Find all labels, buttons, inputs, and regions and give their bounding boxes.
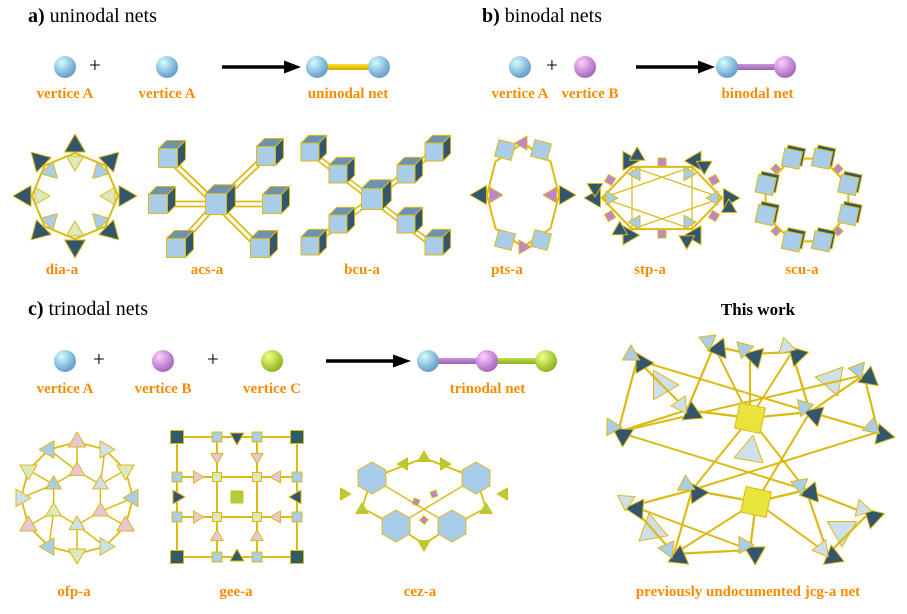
net-label-acs-a: acs-a [190,262,224,278]
net-figure-ofp-a [0,421,155,576]
plus-icon: + [546,53,558,77]
vertex-b-label: vertice B [561,86,619,102]
panel-c-letter: c) [28,298,44,320]
panel-a-title: a)uninodal nets [28,5,157,28]
net-label-scu-a: scu-a [785,262,819,278]
bond-a-b [428,358,487,364]
vertex-a-sphere [417,350,439,372]
net-label-stp-a: stp-a [634,262,666,278]
bond-a-a [317,64,379,70]
uninodal-net-model [306,56,390,78]
vertex-a-label: vertice A [36,86,94,102]
trinodal-net-text: trinodal net [449,381,526,397]
vertex-b-sphere [152,350,174,372]
net-figure-cez-a [329,438,519,563]
vertex-a-sphere [716,56,738,78]
vertex-a-label-2: vertice A [138,86,196,102]
vertex-a-sphere [368,56,390,78]
vertex-a-sphere [509,56,531,78]
net-figure-stp-a [580,141,745,256]
plus-icon: + [93,347,105,371]
vertex-c-label: vertice C [243,381,301,397]
vertex-b-sphere [476,350,498,372]
vertex-a-sphere [306,56,328,78]
net-figure-jcg-a [592,320,902,580]
panel-b-letter: b) [482,5,500,27]
panel-b-title: b)binodal nets [482,5,602,28]
net-figure-bcu-a [292,127,452,267]
net-label-gee-a: gee-a [219,584,253,600]
uninodal-net-text: uninodal net [307,86,389,102]
vertex-c-sphere [261,350,283,372]
this-work-title: This work [720,300,796,319]
net-figure-gee-a [160,420,315,575]
panel-a-letter: a) [28,5,45,27]
net-figure-dia-a [5,126,145,266]
vertex-a-label: vertice A [36,381,94,397]
binodal-net-model [716,56,796,78]
vertex-a-sphere [156,56,178,78]
net-figure-acs-a [144,128,296,266]
panel-a-title-text: uninodal nets [49,5,157,27]
vertex-a-sphere [54,350,76,372]
plus-icon: + [89,53,101,77]
net-label-jcg-a: previously undocumented jcg-a net [635,584,861,600]
bond-a-b [727,64,785,70]
vertex-c-sphere [535,350,557,372]
vertex-b-sphere [574,56,596,78]
panel-c-title: c)trinodal nets [28,298,148,321]
panel-c-title-text: trinodal nets [48,298,148,320]
net-label-cez-a: cez-a [403,584,437,600]
net-label-dia-a: dia-a [45,262,79,278]
arrow-icon [636,60,715,74]
bond-b-c [487,358,546,364]
vertex-a-sphere [54,56,76,78]
net-label-pts-a: pts-a [491,262,523,278]
net-figure-scu-a [740,133,875,268]
plus-icon: + [207,347,219,371]
vertex-b-sphere [774,56,796,78]
panel-b-title-text: binodal nets [504,5,603,27]
binodal-net-text: binodal net [721,86,794,102]
arrow-icon [326,354,411,368]
net-label-bcu-a: bcu-a [344,262,380,278]
net-figure-pts-a [466,118,581,273]
net-label-ofp-a: ofp-a [57,584,91,600]
vertex-a-label: vertice A [491,86,549,102]
vertex-b-label: vertice B [134,381,192,397]
trinodal-net-model [417,350,557,372]
arrow-icon [222,60,301,74]
